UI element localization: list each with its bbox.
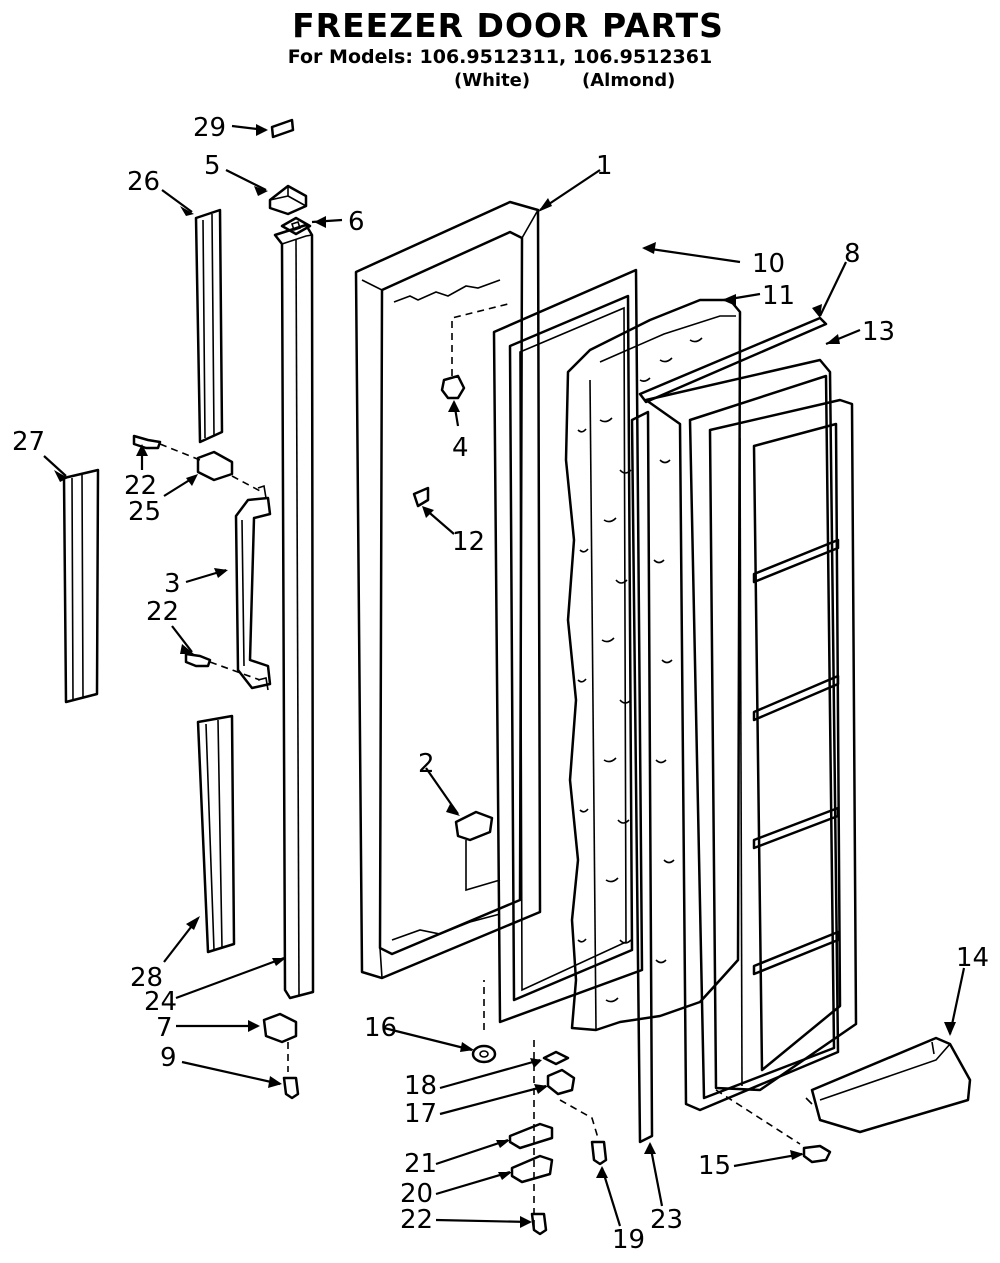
callout-7: 7 <box>156 1013 173 1043</box>
callout-8: 8 <box>844 239 861 269</box>
pin-dash <box>559 1099 599 1139</box>
part-16-washer <box>471 1044 497 1064</box>
callout-labels: 29 5 26 6 1 10 8 11 13 4 27 22 25 12 3 2… <box>12 113 989 1255</box>
handle-dash <box>231 475 263 493</box>
callout-29: 29 <box>193 113 226 143</box>
callout-23: 23 <box>650 1205 683 1235</box>
color-white-label: (White) <box>454 70 531 91</box>
callout-20: 20 <box>400 1179 433 1209</box>
plug-dash <box>451 303 509 376</box>
part-4-plug <box>440 374 466 400</box>
callout-22-mid: 22 <box>146 597 179 627</box>
callout-12: 12 <box>452 527 485 557</box>
part-24-handle-trim <box>273 223 315 1000</box>
callout-28: 28 <box>130 963 163 993</box>
part-25-bracket <box>196 450 234 482</box>
callout-21: 21 <box>404 1149 437 1179</box>
part-28-lower-trim <box>196 714 236 954</box>
screw-dash-mid <box>209 661 261 681</box>
part-1-outer-door <box>354 200 542 980</box>
part-5-hinge-cap <box>268 184 308 216</box>
part-17-hinge-pin <box>546 1068 576 1096</box>
part-7-bottom-hinge <box>262 1012 298 1044</box>
screw-dash-upper <box>159 443 201 461</box>
callout-26: 26 <box>127 167 160 197</box>
part-19-screw <box>590 1140 608 1166</box>
model-numbers: For Models: 106.9512311, 106.9512361 <box>287 46 713 68</box>
callout-11: 11 <box>762 281 795 311</box>
arrowheads <box>54 124 956 1228</box>
part-10-door-gasket <box>492 268 644 1024</box>
part-29-plug <box>270 118 295 139</box>
part-23-side-strip <box>630 410 654 1144</box>
part-14-shelf-bar <box>805 1036 972 1134</box>
part-3-handle <box>234 484 272 691</box>
part-21-shim <box>508 1122 554 1150</box>
callout-2: 2 <box>418 749 435 779</box>
callout-24: 24 <box>144 987 177 1017</box>
part-2-hinge-bracket <box>454 810 501 892</box>
part-22-screw-upper <box>132 434 162 450</box>
part-8-breaker-strip <box>638 316 828 404</box>
callout-9: 9 <box>160 1043 177 1073</box>
callout-22-upper: 22 <box>124 471 157 501</box>
part-18-bushing <box>542 1050 570 1066</box>
callout-16: 16 <box>364 1013 397 1043</box>
part-27-side-trim <box>62 468 100 704</box>
liner-dash <box>715 1089 801 1145</box>
callout-27: 27 <box>12 427 45 457</box>
color-almond-label: (Almond) <box>582 70 676 91</box>
leader-lines <box>43 124 966 1227</box>
callout-5: 5 <box>204 151 221 181</box>
callout-4: 4 <box>452 433 469 463</box>
part-9-screw <box>282 1076 300 1100</box>
callout-3: 3 <box>164 569 181 599</box>
part-20-hinge-plate <box>510 1154 554 1184</box>
callout-15: 15 <box>698 1151 731 1181</box>
callout-6: 6 <box>348 207 365 237</box>
callout-1: 1 <box>596 151 613 181</box>
callout-25: 25 <box>128 497 161 527</box>
callout-19: 19 <box>612 1225 645 1255</box>
part-22-screw-mid <box>184 652 212 668</box>
part-15-screw <box>802 1144 832 1164</box>
part-12-clip <box>412 486 430 508</box>
part-22-screw-lower <box>530 1212 548 1236</box>
part-13-inner-liner <box>644 358 858 1112</box>
part-26-upper-trim <box>194 208 224 444</box>
callout-17: 17 <box>404 1099 437 1129</box>
callout-10: 10 <box>752 249 785 279</box>
callout-18: 18 <box>404 1071 437 1101</box>
callout-13: 13 <box>862 317 895 347</box>
diagram-title: FREEZER DOOR PARTS <box>292 6 724 45</box>
part-11-insulation <box>564 298 742 1032</box>
callout-22-lower: 22 <box>400 1205 433 1235</box>
callout-14: 14 <box>956 943 989 973</box>
